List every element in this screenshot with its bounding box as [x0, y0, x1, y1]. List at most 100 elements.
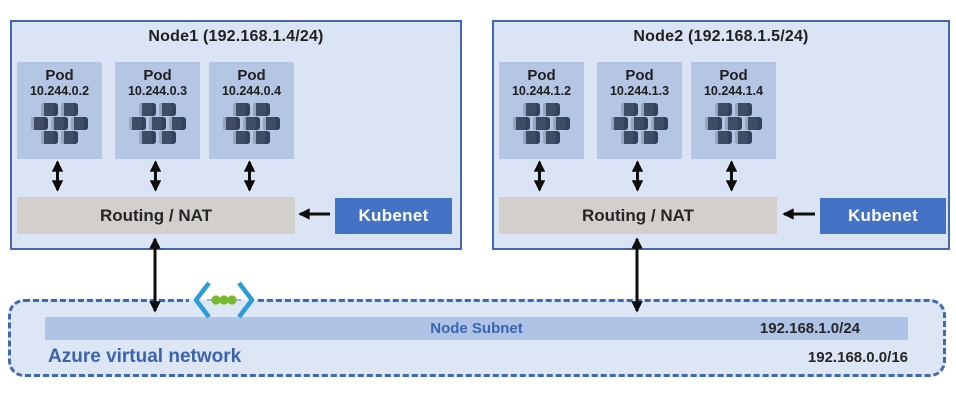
- pod-label: Pod: [527, 67, 556, 84]
- node1-box: Node1 (192.168.1.4/24) Pod 10.244.0.2 Po…: [10, 20, 462, 250]
- container-cube-icon: [61, 103, 78, 116]
- node-subnet-bar: Node Subnet 192.168.1.0/24: [45, 317, 908, 340]
- container-cube-icon: [523, 103, 540, 116]
- virtual-network-icon: [193, 281, 255, 319]
- pod-ip: 10.244.1.3: [609, 84, 670, 98]
- container-icon-row: [499, 117, 584, 130]
- container-cube-icon: [71, 117, 88, 130]
- node1-title: Node1 (192.168.1.4/24): [148, 28, 324, 45]
- pod-ip: 10.244.0.4: [221, 84, 282, 98]
- pod-containers-icon: [115, 103, 200, 144]
- vnet-icon-right-bracket: [237, 281, 255, 319]
- container-cube-icon: [641, 131, 658, 144]
- container-cube-icon: [553, 117, 570, 130]
- container-cube-icon: [725, 117, 742, 130]
- container-cube-icon: [735, 131, 752, 144]
- node1-pod1-box: Pod 10.244.0.2: [17, 62, 102, 159]
- pod-label: Pod: [237, 67, 266, 84]
- container-cube-icon: [61, 131, 78, 144]
- container-icon-row: [597, 103, 682, 116]
- vnet-icon-dot: [219, 295, 229, 305]
- container-icon-row: [17, 117, 102, 130]
- container-cube-icon: [169, 117, 186, 130]
- container-icon-row: [691, 103, 776, 116]
- container-icon-row: [209, 131, 294, 144]
- container-cube-icon: [621, 131, 638, 144]
- pod-containers-icon: [209, 103, 294, 144]
- container-icon-row: [597, 131, 682, 144]
- node2-pod3-box: Pod 10.244.1.4: [691, 62, 776, 159]
- node-subnet-label: Node Subnet: [430, 320, 523, 337]
- container-cube-icon: [543, 103, 560, 116]
- container-icon-row: [499, 103, 584, 116]
- container-cube-icon: [745, 117, 762, 130]
- node2-pod2-box: Pod 10.244.1.3: [597, 62, 682, 159]
- container-cube-icon: [41, 103, 58, 116]
- node2-pod1-box: Pod 10.244.1.2: [499, 62, 584, 159]
- container-cube-icon: [641, 103, 658, 116]
- azure-vnet-cidr: 192.168.0.0/16: [807, 349, 908, 366]
- container-cube-icon: [149, 117, 166, 130]
- pod-ip: 10.244.1.2: [511, 84, 572, 98]
- node2-routing-nat-bar: Routing / NAT: [499, 197, 777, 234]
- container-icon-row: [115, 131, 200, 144]
- container-icon-row: [597, 117, 682, 130]
- pod-ip: 10.244.1.4: [703, 84, 764, 98]
- azure-vnet-label: Azure virtual network: [48, 346, 242, 367]
- vnet-icon-left-bracket: [193, 281, 211, 319]
- node1-kubenet-box: Kubenet: [335, 198, 452, 234]
- node2-kubenet-box: Kubenet: [820, 198, 946, 234]
- container-cube-icon: [735, 103, 752, 116]
- container-cube-icon: [715, 131, 732, 144]
- pod-containers-icon: [691, 103, 776, 144]
- vnet-icon-dot: [227, 295, 237, 305]
- container-icon-row: [209, 117, 294, 130]
- node1-pod3-box: Pod 10.244.0.4: [209, 62, 294, 159]
- container-cube-icon: [513, 117, 530, 130]
- pod-label: Pod: [625, 67, 654, 84]
- container-cube-icon: [651, 117, 668, 130]
- container-icon-row: [17, 131, 102, 144]
- container-cube-icon: [139, 103, 156, 116]
- pod-ip: 10.244.0.3: [127, 84, 188, 98]
- container-cube-icon: [159, 103, 176, 116]
- container-cube-icon: [159, 131, 176, 144]
- container-icon-row: [691, 131, 776, 144]
- container-cube-icon: [705, 117, 722, 130]
- pod-containers-icon: [17, 103, 102, 144]
- node1-pod2-box: Pod 10.244.0.3: [115, 62, 200, 159]
- node-subnet-cidr: 192.168.1.0/24: [759, 320, 860, 337]
- container-cube-icon: [533, 117, 550, 130]
- container-cube-icon: [253, 131, 270, 144]
- container-cube-icon: [621, 103, 638, 116]
- container-icon-row: [17, 103, 102, 116]
- node1-routing-nat-bar: Routing / NAT: [17, 197, 295, 234]
- container-icon-row: [115, 103, 200, 116]
- vnet-icon-dot: [211, 295, 221, 305]
- container-cube-icon: [223, 117, 240, 130]
- container-icon-row: [209, 103, 294, 116]
- container-icon-row: [691, 117, 776, 130]
- container-cube-icon: [41, 131, 58, 144]
- container-cube-icon: [233, 103, 250, 116]
- container-cube-icon: [233, 131, 250, 144]
- azure-virtual-network-box: Node Subnet 192.168.1.0/24 Azure virtual…: [8, 299, 946, 377]
- container-cube-icon: [253, 103, 270, 116]
- container-cube-icon: [31, 117, 48, 130]
- container-cube-icon: [139, 131, 156, 144]
- node2-title: Node2 (192.168.1.5/24): [633, 28, 809, 45]
- container-cube-icon: [523, 131, 540, 144]
- container-cube-icon: [129, 117, 146, 130]
- pod-label: Pod: [143, 67, 172, 84]
- pod-containers-icon: [499, 103, 584, 144]
- pod-label: Pod: [45, 67, 74, 84]
- pod-ip: 10.244.0.2: [29, 84, 90, 98]
- container-icon-row: [115, 117, 200, 130]
- container-cube-icon: [51, 117, 68, 130]
- container-cube-icon: [263, 117, 280, 130]
- container-icon-row: [499, 131, 584, 144]
- container-cube-icon: [611, 117, 628, 130]
- container-cube-icon: [631, 117, 648, 130]
- container-cube-icon: [715, 103, 732, 116]
